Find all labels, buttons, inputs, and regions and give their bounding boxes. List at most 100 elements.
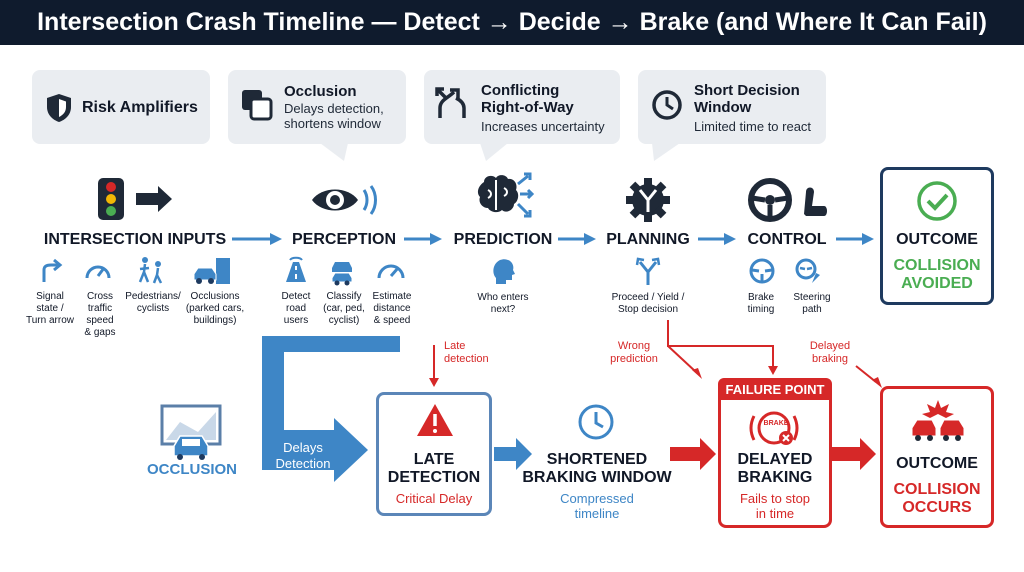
parked-cars-building-icon	[193, 258, 230, 284]
occlusion-car-icon	[160, 404, 222, 460]
brake-icon-text: BRAKE	[763, 420, 789, 427]
stage-perception: PERCEPTION	[291, 231, 396, 248]
warning-icon	[417, 404, 453, 436]
input-item-1-l1: Signal	[36, 291, 64, 302]
late-detection-label-l1: Late	[444, 340, 466, 352]
outcome-bad-title: OUTCOME	[896, 455, 978, 472]
brain-icon	[477, 172, 535, 218]
outcome-collision-box	[880, 386, 994, 528]
check-circle-icon	[917, 181, 957, 221]
head-icon	[493, 259, 515, 284]
pedestrians-icon	[138, 257, 163, 284]
brake-wheel-icon	[749, 258, 775, 284]
planning-sub-l2: Stop decision	[617, 304, 679, 315]
brake-fail-icon	[749, 411, 799, 445]
occlusion-bottom-label: OCCLUSION	[147, 461, 237, 478]
shortened-sub1: Compressed	[560, 491, 634, 506]
input-item-3-l2: cyclists	[136, 303, 170, 314]
failure-sub1: Fails to stop	[739, 491, 811, 506]
page-title: Intersection Crash Timeline — Detect → D…	[37, 8, 987, 36]
short-title-1: Short Decision	[694, 82, 800, 99]
perc-item-3-l1: Estimate	[372, 291, 412, 302]
control-item-2-l2: path	[802, 304, 822, 315]
perc-item-2-l1: Classify	[326, 291, 362, 302]
timer-icon	[578, 404, 614, 440]
perc-item-3-l3: & speed	[373, 315, 411, 326]
merge-arrows-icon	[435, 87, 466, 118]
overlap-squares-icon	[242, 90, 273, 121]
short-sub: Limited time to react	[694, 119, 812, 134]
perc-item-1-l2: road	[285, 303, 306, 314]
clock-icon	[652, 90, 682, 120]
late-detection-l2: DETECTION	[387, 469, 481, 486]
stage-prediction: PREDICTION	[453, 231, 553, 248]
crash-cars-icon	[911, 400, 965, 441]
delayed-braking-label-l1: Delayed	[809, 340, 851, 352]
outcome-avoided-box	[880, 167, 994, 305]
conflicting-sub: Increases uncertainty	[481, 119, 605, 134]
stage-inputs: INTERSECTION INPUTS	[43, 231, 227, 248]
perc-item-1-l1: Detect	[281, 291, 311, 302]
failure-l1: DELAYED	[737, 451, 813, 468]
late-detection-sub: Critical Delay	[395, 491, 473, 506]
input-item-2-l2: traffic	[87, 303, 113, 314]
input-item-4-l3: buildings)	[193, 315, 237, 326]
stage-control: CONTROL	[747, 231, 827, 248]
perc-item-2-l2: (car, ped,	[323, 303, 365, 314]
conflicting-title-1: Conflicting	[481, 82, 560, 99]
outcome-good-line1: COLLISION	[893, 257, 981, 274]
failure-sub2: in time	[755, 506, 795, 521]
perc-item-3-l2: distance	[373, 303, 411, 314]
failure-l2: BRAKING	[737, 469, 813, 486]
eye-icon	[312, 185, 377, 215]
fork-path-icon	[635, 257, 661, 285]
input-item-2-l3: speed	[86, 315, 114, 326]
control-item-2-l1: Steering	[793, 292, 831, 303]
stage-planning: PLANNING	[606, 231, 690, 248]
speedometer-icon	[85, 265, 111, 279]
callout-short-pointer	[652, 143, 680, 161]
delays-detection-l1: Delays	[283, 440, 323, 455]
shield-icon	[47, 94, 71, 122]
input-item-3-l1: Pedestrians/	[125, 291, 181, 302]
road-detect-icon	[286, 256, 306, 282]
failure-point-tag-text: FAILURE POINT	[725, 382, 825, 397]
steering-seat-icon	[748, 178, 827, 222]
input-item-4-l1: Occlusions	[190, 291, 240, 302]
delayed-braking-label-l2: braking	[811, 353, 849, 365]
callout-conflicting-pointer	[480, 143, 508, 161]
shortened-l1: SHORTENED	[546, 451, 648, 468]
shortened-l2: BRAKING WINDOW	[522, 469, 672, 486]
gauge-icon	[377, 264, 405, 279]
turn-arrow-icon	[42, 258, 63, 282]
occlusion-callout-title: Occlusion	[284, 83, 357, 100]
risk-amplifiers-label: Risk Amplifiers	[82, 99, 198, 116]
gear-fork-icon	[626, 178, 670, 222]
input-item-2-l4: & gaps	[84, 327, 116, 338]
outcome-good-title: OUTCOME	[896, 231, 978, 248]
wrong-prediction-label-l1: Wrong	[617, 340, 651, 352]
late-detection-l1: LATE	[413, 451, 455, 468]
wrong-prediction-label-l2: prediction	[610, 353, 658, 365]
callout-conflicting	[424, 70, 620, 144]
outcome-bad-l1: COLLISION	[893, 481, 981, 498]
perc-item-1-l3: users	[283, 315, 309, 326]
outcome-bad-l2: OCCURS	[902, 499, 972, 516]
title-bar	[0, 0, 1024, 45]
classify-cars-icon	[331, 262, 353, 286]
steering-path-icon	[795, 258, 820, 283]
late-detection-box	[376, 392, 492, 516]
planning-sub-l1: Proceed / Yield /	[611, 292, 685, 303]
traffic-light-icon	[98, 178, 172, 220]
perc-item-2-l3: cyclist)	[328, 315, 360, 326]
input-item-1-l2: state /	[36, 303, 64, 314]
short-title-2: Window	[694, 99, 752, 116]
callout-occlusion-pointer	[320, 143, 348, 161]
prediction-sub-l1: Who enters	[477, 292, 529, 303]
failure-point-tag	[718, 378, 832, 400]
